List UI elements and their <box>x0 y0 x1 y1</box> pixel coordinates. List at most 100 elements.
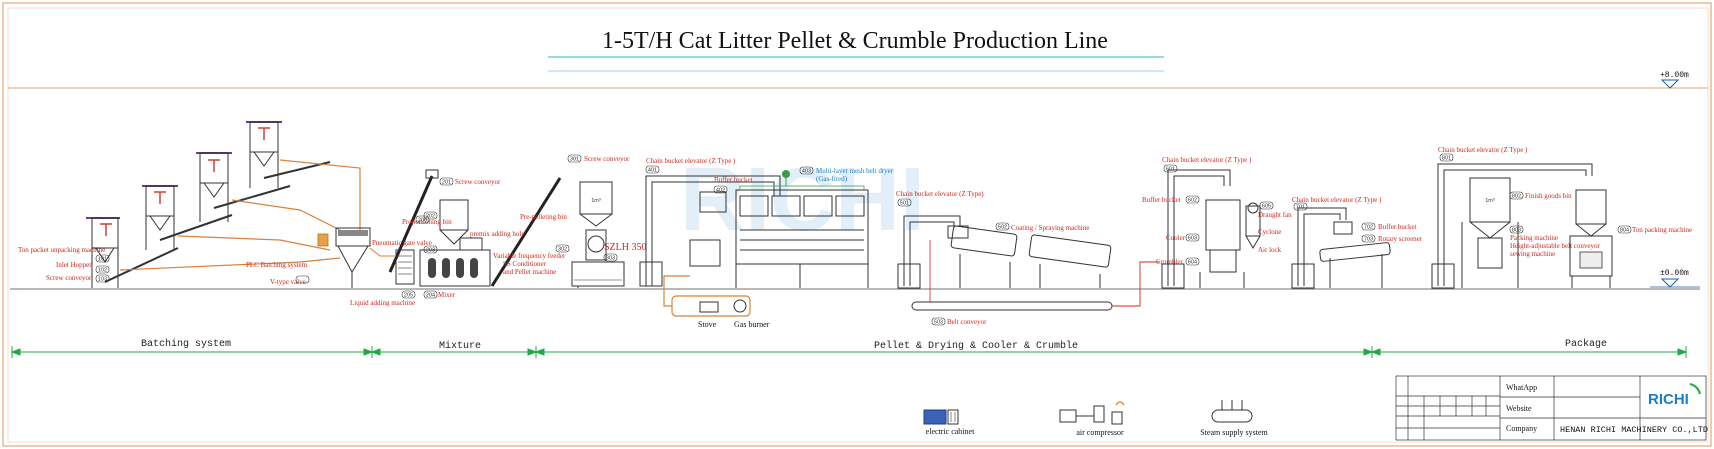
label-height-adj-belt: Height-adjustable belt conveyor <box>1510 242 1600 250</box>
label-ton-packing: Ton packing machine <box>1632 226 1692 234</box>
label-chain-bucket-3: Chain bucket elevator (Z Type ) <box>1162 156 1252 164</box>
elevator-1-labels: Chain bucket elevator (Z Type ) 401 Buff… <box>645 157 894 194</box>
pre-pelleting-bin-volume: 1m³ <box>591 198 601 204</box>
elevator-3-cooler <box>1161 169 1261 289</box>
label-multilayer-dryer: Multi-layer mesh belt dryer <box>816 167 894 175</box>
tag-602: 602 <box>1188 198 1197 204</box>
label-premix-adding-hole: premix adding hole <box>470 230 524 238</box>
label-coating: Coating / Spraying machine <box>1011 224 1089 232</box>
label-sewing-machine: sewing machine <box>1510 250 1555 258</box>
richi-logo: RICHI <box>1648 383 1701 408</box>
label-whatsapp: WhatApp <box>1506 383 1537 392</box>
air-compressor-icon <box>1059 401 1125 425</box>
label-screw-conveyor-b: Screw conveyor <box>455 178 501 186</box>
elevator-2-labels: Chain bucket elevator (Z Type) 501 502 C… <box>896 190 1089 326</box>
level-ground: ±0.00m <box>1660 269 1689 278</box>
tag-204: 204 <box>426 293 435 299</box>
tag-101: 101 <box>98 257 107 263</box>
label-screw-conveyor-a: Screw conveyor <box>46 274 92 282</box>
section-mixture: Mixture <box>439 340 481 352</box>
tag-102: 102 <box>98 268 107 274</box>
label-pre-pelleting-bin: Pre-pelleting bin <box>520 213 567 221</box>
tag-604: 604 <box>1188 260 1197 266</box>
label-buffer-bucket-1: Buffer bucket <box>714 176 753 184</box>
tag-702: 702 <box>1364 225 1373 231</box>
label-proportioning-bin: Proportioning bin <box>402 218 452 226</box>
richi-watermark: RICHI <box>680 150 925 250</box>
tag-502: 502 <box>998 225 1007 231</box>
label-draught-fan: Draught fan <box>1258 211 1292 219</box>
label-steam-supply: Steam supply system <box>1200 428 1268 437</box>
tag-804: 804 <box>1620 228 1629 234</box>
tag-301: 301 <box>570 157 579 163</box>
tag-703: 703 <box>1364 237 1373 243</box>
stove-burner: Stove Gas burner <box>663 275 770 329</box>
tag-601: 601 <box>1166 167 1175 173</box>
tag-203: 203 <box>426 248 435 254</box>
label-electric-cabinet: electric cabinet <box>926 427 975 436</box>
tag-803: 803 <box>1512 228 1521 234</box>
label-chain-bucket-4: Chain bucket elevator (Z Type ) <box>1292 196 1382 204</box>
label-inlet-hopper: Inlet Hopper <box>56 261 92 269</box>
label-gas-burner: Gas burner <box>734 320 770 329</box>
tag-701: 701 <box>1296 205 1305 211</box>
label-v-type-valve: V-type valve <box>270 278 306 286</box>
label-pneumatic-gate-valve: Pneumatic gate valve <box>372 239 432 247</box>
elevator-4-screener <box>1291 207 1391 289</box>
label-chain-bucket-5: Chain bucket elevator (Z Type ) <box>1438 146 1528 154</box>
section-pellet-drying: Pellet & Drying & Cooler & Crumble <box>874 340 1078 352</box>
elevator-3-labels: Chain bucket elevator (Z Type ) 601 Buff… <box>1142 156 1292 266</box>
pellet-equipment: 1m³ <box>571 181 625 288</box>
label-belt-conveyor: Belt conveyor <box>947 318 987 326</box>
label-packing-machine: Packing machine <box>1510 234 1558 242</box>
tag-501: 501 <box>900 201 909 207</box>
package-labels: Chain bucket elevator (Z Type ) 801 802 … <box>1438 146 1692 258</box>
label-buffer-bucket-2: Buffer bucket <box>1142 196 1181 204</box>
label-pellet-machine: and Pellet machine <box>503 268 556 276</box>
label-crumbler: Crumbler <box>1156 258 1183 266</box>
page-title: 1-5T/H Cat Litter Pellet & Crumble Produ… <box>602 28 1108 54</box>
tag-605: 605 <box>1262 204 1271 210</box>
tag-205: 205 <box>404 293 413 299</box>
pellet-labels: 301 Screw conveyor Pre-pelleting bin 302… <box>493 154 647 276</box>
tag-403: 403 <box>802 169 811 175</box>
label-cyclone: Cyclone <box>1258 228 1281 236</box>
label-website: Website <box>1506 404 1532 413</box>
label-plc-batching: PLC Batching system <box>246 261 308 269</box>
label-szlh: SZLH 350 <box>604 242 647 253</box>
label-multilayer-dryer-2: (Gas-fired) <box>816 175 848 183</box>
tag-103: 103 <box>98 277 107 283</box>
tag-401: 401 <box>648 168 657 174</box>
mixture-labels: 201 Screw conveyor 202 Proportioning bin… <box>350 177 524 307</box>
label-company: Company <box>1506 424 1537 433</box>
tag-603: 603 <box>1188 236 1197 242</box>
elevator-2-coating <box>897 215 1160 311</box>
tag-402: 402 <box>716 188 725 194</box>
section-package: Package <box>1565 338 1607 350</box>
label-air-lock: Air lock <box>1258 246 1282 254</box>
tag-503: 503 <box>934 320 943 326</box>
batching-labels: Ton packet unpacking machine Inlet Hoppe… <box>18 246 310 286</box>
label-screw-conveyor-c: Screw conveyor <box>584 155 630 163</box>
label-finish-goods-bin: Finish goods bin <box>1525 192 1572 200</box>
info-table <box>1395 375 1707 441</box>
mixture-equipment <box>369 169 562 287</box>
steam-supply-icon <box>1211 400 1253 423</box>
label-chain-bucket-1: Chain bucket elevator (Z Type ) <box>646 157 736 165</box>
label-cooler: Cooler <box>1166 234 1186 242</box>
level-top: +8.00m <box>1660 71 1689 80</box>
tag-202: 202 <box>426 214 435 220</box>
level-top-marker <box>1660 79 1680 89</box>
label-buffer-bucket-3: Buffer bucket <box>1378 223 1417 231</box>
label-chain-bucket-2: Chain bucket elevator (Z Type) <box>896 190 984 198</box>
company-value: HENAN RICHI MACHINERY CO.,LTD <box>1560 425 1708 435</box>
label-rotary-screener: Rotary screener <box>1378 235 1423 243</box>
label-liquid-adding: Liquid adding machine <box>350 299 415 307</box>
tag-802: 802 <box>1512 194 1521 200</box>
batching-system-equipment <box>86 121 371 288</box>
label-stove: Stove <box>698 320 717 329</box>
tag-302: 302 <box>558 247 567 253</box>
